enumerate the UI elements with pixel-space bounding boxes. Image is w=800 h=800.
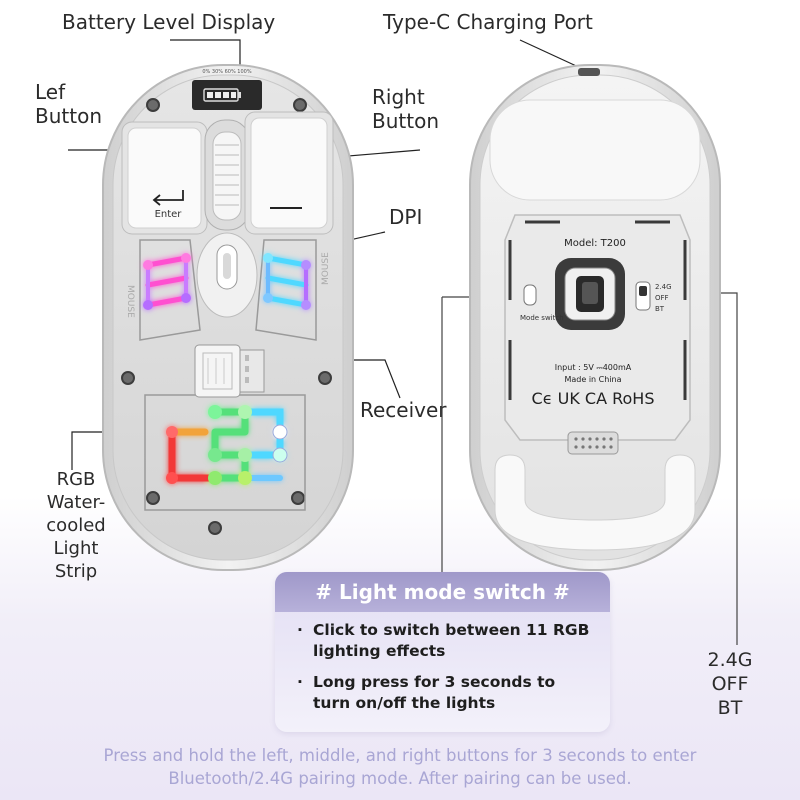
mode-switch-text: Mode switch bbox=[520, 314, 564, 322]
rgb-tube-blue bbox=[263, 253, 311, 310]
battery-display bbox=[192, 80, 262, 110]
connection-mode-selector bbox=[635, 281, 651, 311]
rgb-strip-label: RGB Water- cooled Light Strip bbox=[46, 469, 106, 582]
switch-pos-bt: BT bbox=[655, 305, 665, 313]
light-mode-switch bbox=[523, 284, 537, 306]
light-mode-item-text: Long press for 3 seconds to turn on/off … bbox=[313, 673, 556, 712]
pairing-instructions: Press and hold the left, middle, and rig… bbox=[103, 746, 697, 788]
dpi-button bbox=[196, 232, 258, 318]
light-mode-panel-title: # Light mode switch # bbox=[275, 572, 610, 612]
switch-pos-off: OFF bbox=[655, 294, 669, 302]
light-mode-item: · Click to switch between 11 RGB lightin… bbox=[297, 620, 597, 662]
certification-marks: Ϲϵ UK CA RoHS bbox=[532, 389, 655, 408]
internal-frame bbox=[139, 239, 317, 511]
left-button: Enter bbox=[121, 121, 208, 235]
side-text-left: MOUSE bbox=[125, 285, 135, 318]
dpi-label: DPI bbox=[389, 205, 423, 229]
grille bbox=[567, 431, 619, 455]
rgb-tube-multicolor bbox=[166, 405, 288, 485]
model-text: Model: T200 bbox=[564, 238, 626, 249]
right-button-label: Right Button bbox=[372, 85, 439, 133]
light-mode-item: · Long press for 3 seconds to turn on/of… bbox=[297, 672, 597, 714]
receiver-dongle bbox=[194, 344, 265, 398]
bullet-icon: · bbox=[297, 673, 303, 691]
scroll-wheel bbox=[204, 119, 250, 231]
type-c-port-label: Type-C Charging Port bbox=[383, 10, 593, 34]
light-mode-panel: # Light mode switch # · Click to switch … bbox=[275, 572, 610, 732]
input-rating-text: Input : 5V ⎓400mA bbox=[555, 363, 632, 372]
enter-key-text: Enter bbox=[155, 209, 183, 220]
mouse-top-view: 0% 30% 60% 100% Enter bbox=[102, 64, 354, 571]
top-glide-pad bbox=[489, 99, 701, 201]
left-button-label: Lef Button bbox=[35, 80, 102, 128]
light-mode-item-text: Click to switch between 11 RGB lighting … bbox=[313, 621, 590, 660]
right-button bbox=[244, 111, 334, 235]
mouse-bottom-view: Model: T200 Mode switch 2.4G OFF BT Inpu… bbox=[469, 64, 721, 571]
side-text-right: MOUSE bbox=[321, 252, 331, 285]
receiver-label: Receiver bbox=[360, 398, 447, 422]
battery-level-display-label: Battery Level Display bbox=[62, 10, 276, 34]
type-c-port bbox=[578, 68, 600, 76]
switch-pos-2-4g: 2.4G bbox=[655, 283, 672, 291]
type-c-leader-line bbox=[519, 39, 586, 71]
battery-scale-text: 0% 30% 60% 100% bbox=[202, 69, 251, 75]
bottom-glide-pad bbox=[494, 454, 696, 551]
bullet-icon: · bbox=[297, 621, 303, 639]
light-mode-list: · Click to switch between 11 RGB lightin… bbox=[297, 620, 597, 724]
optical-sensor bbox=[555, 258, 625, 330]
made-in-text: Made in China bbox=[564, 375, 621, 384]
mode-select-label: 2.4G OFF BT bbox=[707, 649, 753, 719]
rgb-tube-pink bbox=[143, 253, 191, 310]
screws-top bbox=[121, 98, 332, 535]
